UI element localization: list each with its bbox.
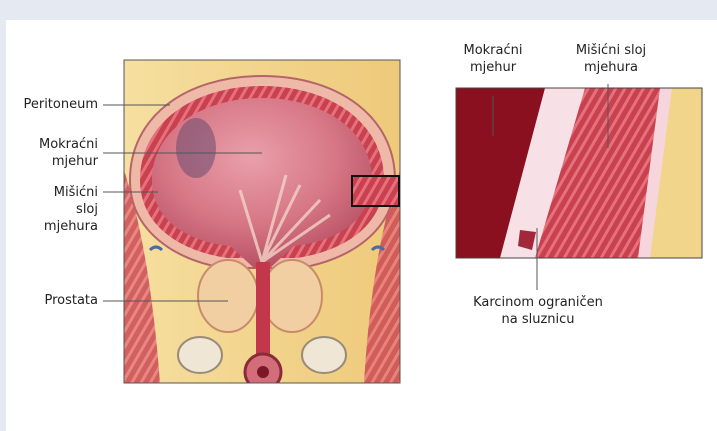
label-bladder-left-line1: Mokraćni — [8, 136, 98, 153]
label-prostate: Prostata — [8, 292, 98, 309]
label-carcinoma-line1: Karcinom ograničen — [470, 294, 606, 311]
label-muscle-right: Mišićni sloj mjehura — [556, 42, 666, 76]
label-muscle-left-line1: Mišićni — [8, 184, 98, 201]
label-muscle-left-line3: mjehura — [8, 218, 98, 235]
label-bladder-right-line1: Mokraćni — [448, 42, 538, 59]
zoom-box — [352, 176, 399, 206]
label-muscle-left-line2: sloj — [8, 201, 98, 218]
label-bladder-left-line2: mjehur — [8, 153, 98, 170]
label-bladder-left: Mokraćni mjehur — [8, 136, 98, 170]
label-bladder-right-line2: mjehur — [448, 59, 538, 76]
bladder-cross-section-illustration — [124, 60, 400, 390]
label-muscle-right-line2: mjehura — [556, 59, 666, 76]
label-peritoneum: Peritoneum — [8, 96, 98, 113]
label-carcinoma: Karcinom ograničen na sluznicu — [470, 294, 606, 328]
label-carcinoma-line2: na sluznicu — [470, 311, 606, 328]
label-muscle-right-line1: Mišićni sloj — [556, 42, 666, 59]
label-bladder-right: Mokraćni mjehur — [448, 42, 538, 76]
label-prostate-text: Prostata — [44, 293, 98, 308]
label-muscle-left: Mišićni sloj mjehura — [8, 184, 98, 235]
label-peritoneum-text: Peritoneum — [23, 97, 98, 112]
